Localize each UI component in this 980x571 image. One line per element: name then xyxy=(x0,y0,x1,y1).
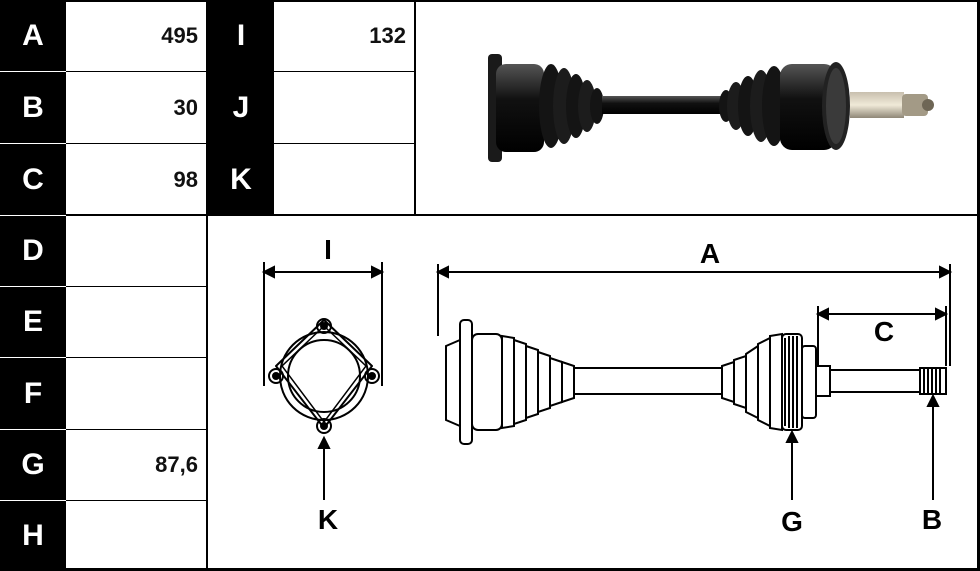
grid-line xyxy=(66,357,208,358)
label-flange-width: I xyxy=(324,234,332,265)
grid-line xyxy=(66,429,208,430)
label-spline-diameter: B xyxy=(921,504,943,535)
label-abs-ring: G xyxy=(781,506,803,537)
dim-value-j xyxy=(274,72,414,143)
label-overall-length: A xyxy=(699,238,721,269)
dim-value-e xyxy=(66,287,206,357)
dim-value-a: 495 xyxy=(66,0,206,71)
grid-line xyxy=(66,71,414,72)
drive-shaft-photo xyxy=(488,54,934,162)
grid-line xyxy=(66,214,980,216)
technical-drawing xyxy=(261,262,953,500)
grid-line xyxy=(414,0,416,216)
grid-line xyxy=(206,0,208,571)
dim-letter-a: A xyxy=(0,0,66,71)
label-flange-hole: K xyxy=(317,504,339,535)
dim-letter-g: G xyxy=(0,430,66,500)
dim-letter-h: H xyxy=(0,501,66,571)
dim-letter-d: D xyxy=(0,216,66,286)
dim-value-b: 30 xyxy=(66,72,206,143)
dim-value-k xyxy=(274,144,414,215)
dim-letter-e: E xyxy=(0,287,66,357)
dim-letter-c: C xyxy=(0,144,66,215)
label-spline-length: C xyxy=(873,316,895,347)
dim-letter-k: K xyxy=(208,144,274,215)
grid-line xyxy=(977,0,980,571)
dim-value-h xyxy=(66,501,206,571)
grid-line xyxy=(66,500,208,501)
dim-value-d xyxy=(66,216,206,286)
dim-value-f xyxy=(66,358,206,429)
dim-letter-i: I xyxy=(208,0,274,71)
dim-letter-b: B xyxy=(0,72,66,143)
grid-line xyxy=(0,568,980,571)
dim-letter-f: F xyxy=(0,358,66,429)
dim-value-c: 98 xyxy=(66,144,206,215)
grid-line xyxy=(0,0,980,2)
grid-line xyxy=(66,286,208,287)
dim-letter-j: J xyxy=(208,72,274,143)
dim-value-g: 87,6 xyxy=(66,430,206,500)
grid-line xyxy=(66,143,414,144)
dim-value-i: 132 xyxy=(274,0,414,71)
